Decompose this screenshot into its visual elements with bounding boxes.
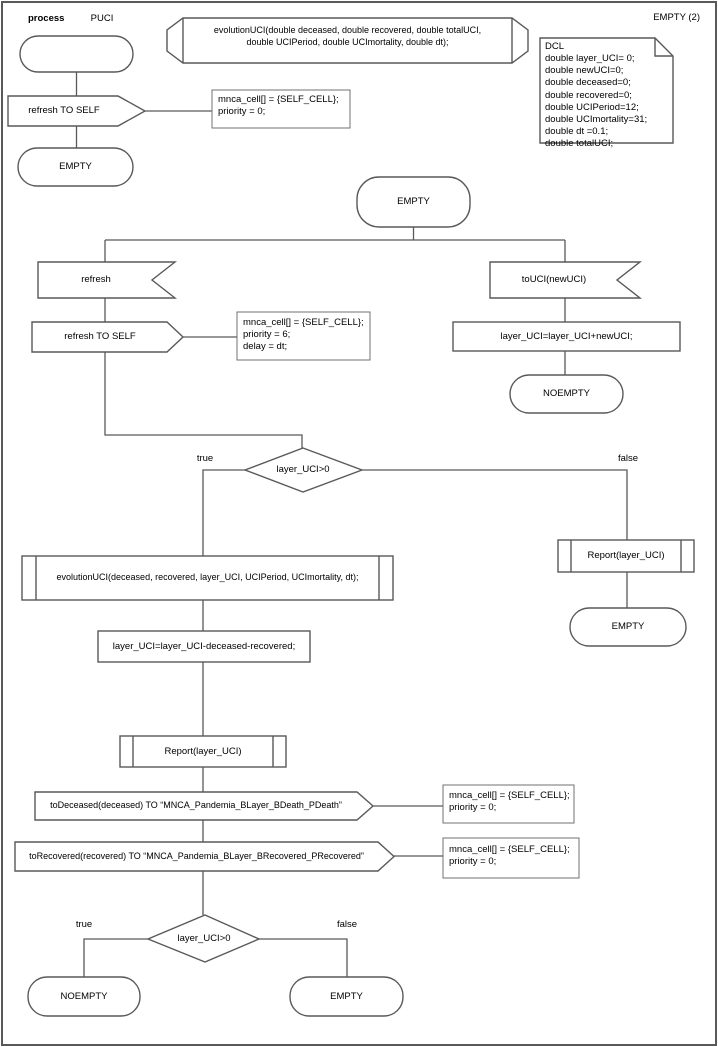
connector-true-branch	[202, 469, 245, 556]
connector	[104, 352, 303, 448]
dcl-note-text: DCL double layer_UCI= 0; double newUCI=0…	[545, 41, 647, 150]
decision1-false-label: false	[617, 453, 639, 465]
start-state-shape[interactable]	[19, 35, 134, 73]
connector-false-branch	[259, 938, 348, 977]
state-empty-bottom-label: EMPTY	[330, 990, 363, 1002]
proc-evolution-label: evolutionUCI(deceased, recovered, layer_…	[56, 572, 359, 583]
output-refresh-self-label: refresh TO SELF	[28, 105, 100, 117]
declaration-line: evolutionUCI(double deceased, double rec…	[213, 25, 482, 35]
connector-false-branch	[362, 469, 628, 540]
comment-text: mnca_cell[] = {SELF_CELL}; priority = 0;	[218, 94, 339, 118]
output-todeceased-label: toDeceased(deceased) TO “MNCA_Pandemia_B…	[50, 800, 342, 811]
connectors	[75, 72, 628, 977]
comment-line: priority = 0;	[218, 106, 266, 118]
task-add-shape[interactable]	[452, 321, 681, 352]
state-empty-main-label: EMPTY	[397, 196, 430, 208]
comment-line: priority = 0;	[449, 802, 497, 814]
decision2-shape[interactable]	[146, 914, 261, 963]
comment-line: priority = 0;	[449, 856, 497, 868]
input-touci-label: toUCI(newUCI)	[521, 274, 587, 286]
comment-line: mnca_cell[] = {SELF_CELL};	[449, 790, 570, 801]
process-name-label: PUCI	[90, 13, 114, 25]
comment-line: mnca_cell[] = {SELF_CELL};	[243, 317, 364, 328]
proc-report-right-label: Report(layer_UCI)	[587, 550, 665, 562]
state-empty-shape[interactable]	[17, 147, 134, 187]
dcl-line: double UCIPeriod=12;	[545, 101, 639, 113]
input-touci-shape[interactable]	[489, 261, 643, 299]
output-torecovered-shape[interactable]	[14, 841, 396, 872]
dcl-line: double deceased=0;	[545, 77, 631, 89]
decision1-true-label: true	[196, 453, 214, 465]
comment-line: delay = dt;	[243, 341, 288, 353]
comment-box[interactable]	[236, 311, 371, 361]
procedure-declaration-text: evolutionUCI(double deceased, double rec…	[183, 25, 512, 48]
dcl-line: double UCImortality=31;	[545, 113, 648, 125]
dcl-line: DCL	[545, 41, 565, 52]
state-empty-right-shape[interactable]	[569, 607, 687, 647]
state-empty-right-label: EMPTY	[611, 621, 645, 633]
decision1-condition-label: layer_UCI>0	[276, 464, 330, 476]
proc-report-mid-label: Report(layer_UCI)	[164, 745, 242, 757]
state-empty-bottom-shape[interactable]	[289, 976, 404, 1017]
output-torecovered-label: toRecovered(recovered) TO “MNCA_Pandemia…	[29, 850, 364, 861]
comment-text: mnca_cell[] = {SELF_CELL}; priority = 0;	[449, 844, 570, 868]
task-sub-shape[interactable]	[97, 630, 311, 663]
comment-line: priority = 6;	[243, 329, 291, 341]
decision2-false-label: false	[336, 919, 358, 931]
connector-true-branch	[83, 938, 148, 977]
comment-box[interactable]	[442, 784, 575, 824]
comment-box[interactable]	[442, 837, 580, 879]
decision1-shape[interactable]	[243, 447, 365, 493]
comment-line: mnca_cell[] = {SELF_CELL};	[218, 94, 339, 105]
proc-evolution-shape[interactable]	[21, 555, 394, 601]
dcl-line: double newUCI=0;	[545, 65, 624, 77]
decision2-true-label: true	[75, 919, 93, 931]
output-refresh-self2-label: refresh TO SELF	[64, 331, 136, 343]
state-noempty-bottom-shape[interactable]	[27, 976, 141, 1017]
dcl-note-fold	[654, 38, 673, 57]
state-noempty-bottom-label: NOEMPTY	[60, 990, 108, 1002]
output-todeceased-shape[interactable]	[34, 791, 375, 821]
declaration-line: double UCIPeriod, double UCImortality, d…	[246, 36, 449, 47]
dcl-line: double dt =0.1;	[545, 126, 609, 138]
state-noempty-shape[interactable]	[509, 374, 624, 414]
output-refresh-self-shape[interactable]	[7, 95, 147, 127]
state-page-header: EMPTY (2)	[653, 12, 700, 24]
proc-report-mid-shape[interactable]	[119, 735, 287, 768]
state-empty-label: EMPTY	[59, 161, 92, 173]
input-refresh-shape[interactable]	[37, 261, 178, 299]
task-add-label: layer_UCI=layer_UCI+newUCI;	[500, 330, 633, 342]
comment-text: mnca_cell[] = {SELF_CELL}; priority = 0;	[449, 790, 570, 814]
input-refresh-label: refresh	[81, 274, 111, 286]
state-noempty-label: NOEMPTY	[543, 388, 590, 400]
comment-text: mnca_cell[] = {SELF_CELL}; priority = 6;…	[243, 317, 364, 353]
comment-box[interactable]	[211, 89, 351, 129]
comment-line: mnca_cell[] = {SELF_CELL};	[449, 844, 570, 855]
dcl-note-shape[interactable]	[539, 37, 674, 144]
output-refresh-self2-shape[interactable]	[31, 321, 185, 353]
dcl-line: double layer_UCI= 0;	[545, 53, 635, 65]
dcl-line: double recovered=0;	[545, 89, 632, 101]
state-empty-main-shape[interactable]	[356, 176, 471, 228]
process-keyword-label: process	[28, 13, 65, 25]
task-sub-label: layer_UCI=layer_UCI-deceased-recovered;	[112, 640, 296, 652]
dcl-line: double totalUCI;	[545, 138, 614, 150]
proc-report-right-shape[interactable]	[557, 539, 695, 573]
decision2-condition-label: layer_UCI>0	[177, 933, 231, 945]
